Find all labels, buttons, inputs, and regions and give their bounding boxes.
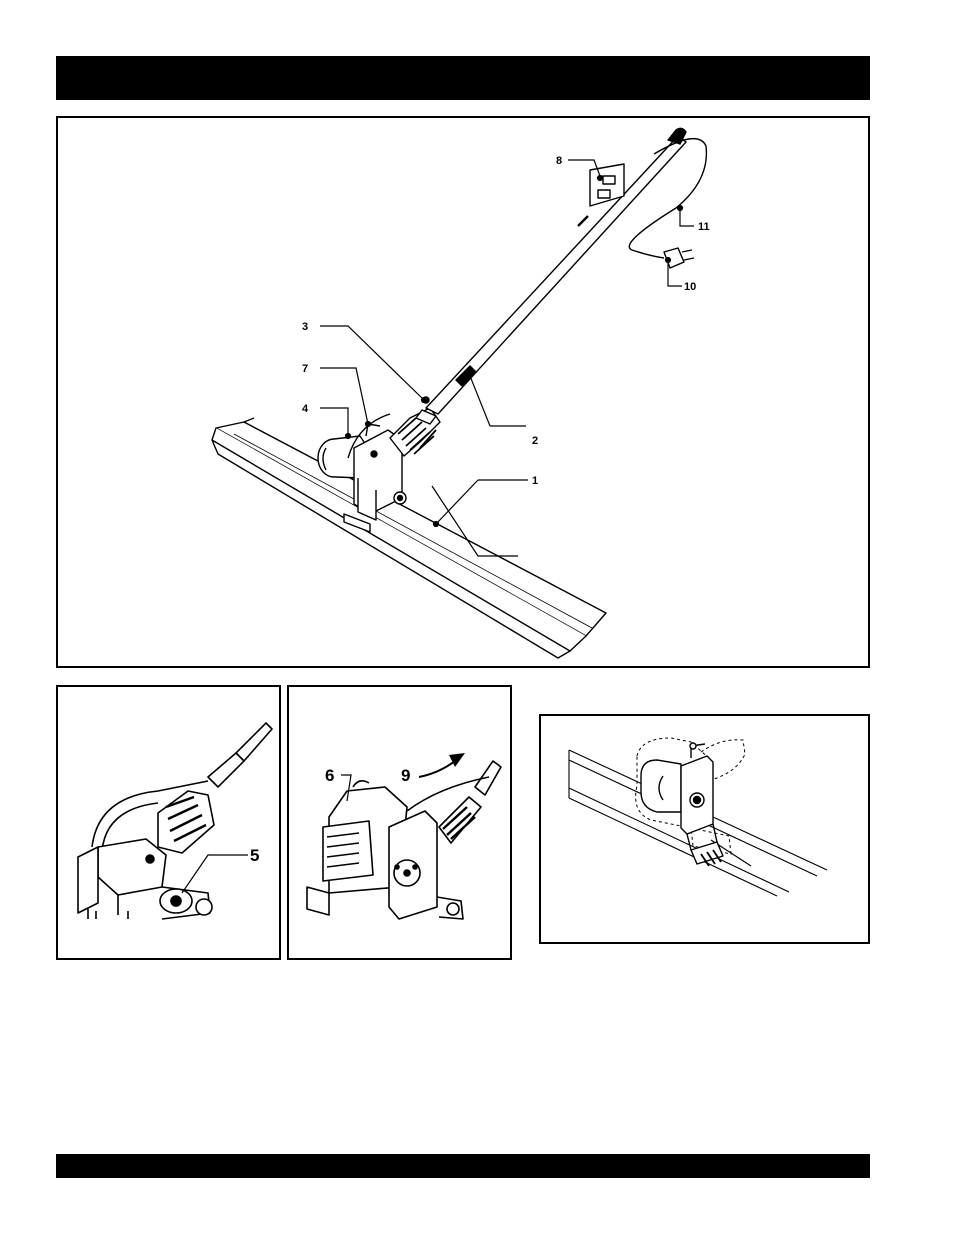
inset-panel-throttle: 5 bbox=[56, 685, 281, 960]
main-illustration-panel: 1 2 3 4 7 8 10 11 bbox=[56, 116, 870, 668]
callout-5: 5 bbox=[250, 846, 259, 865]
inset-panel-engine: 6 9 bbox=[287, 685, 512, 960]
callout-1: 1 bbox=[532, 475, 538, 487]
callout-11: 11 bbox=[698, 221, 710, 233]
header-bar bbox=[56, 56, 870, 100]
engine-detail-drawing: 6 9 bbox=[289, 687, 514, 962]
callout-3: 3 bbox=[302, 321, 308, 333]
callout-9: 9 bbox=[401, 766, 410, 785]
footer-bar bbox=[56, 1154, 870, 1178]
callout-6: 6 bbox=[325, 766, 334, 785]
screed-overview-drawing: 1 2 3 4 7 8 10 11 bbox=[58, 118, 872, 670]
throttle-detail-drawing: 5 bbox=[58, 687, 283, 962]
callout-4: 4 bbox=[302, 403, 309, 415]
callout-2: 2 bbox=[532, 435, 538, 447]
callout-8: 8 bbox=[556, 155, 562, 167]
callout-10: 10 bbox=[684, 281, 696, 293]
mounting-detail-drawing bbox=[541, 716, 872, 946]
callout-7: 7 bbox=[302, 363, 308, 375]
inset-panel-mounting bbox=[539, 714, 870, 944]
